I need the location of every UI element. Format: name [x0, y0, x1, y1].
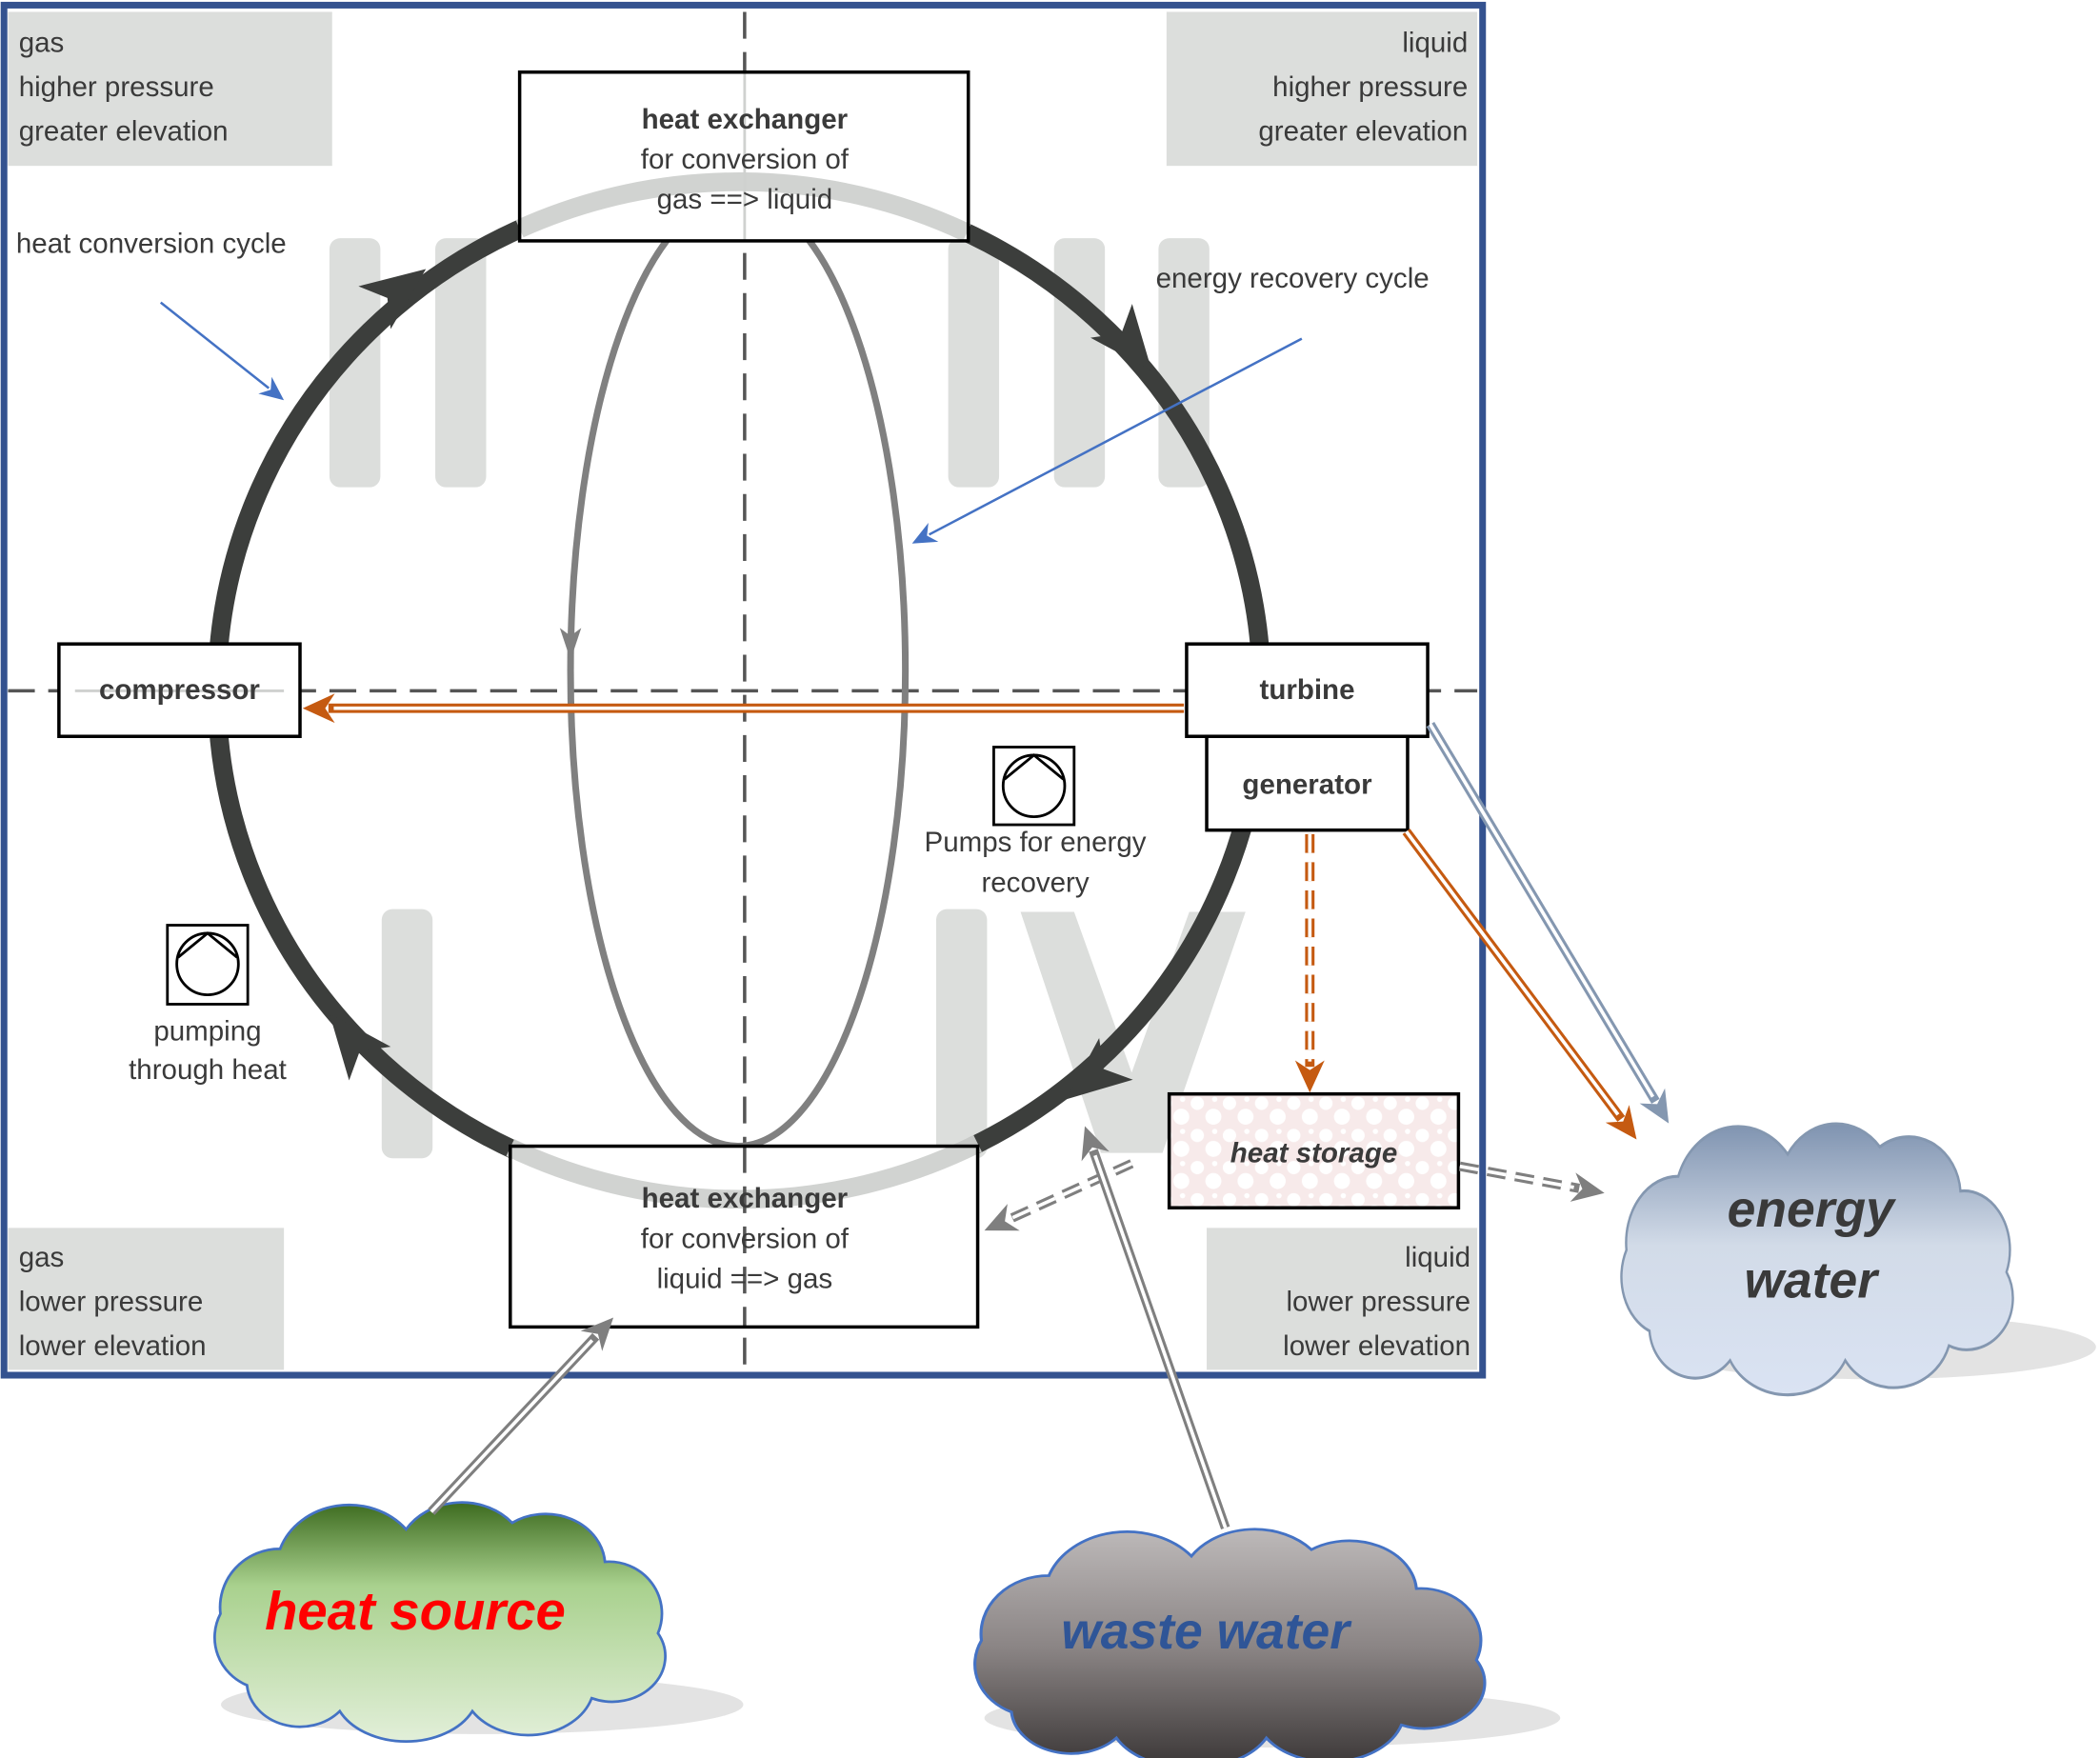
heat-conversion-cycle-pointer	[159, 301, 285, 401]
arrowhead-icon	[1639, 1088, 1670, 1124]
heat-source-cloud[interactable]: heat source	[213, 1501, 744, 1744]
zone-label: lower pressure	[19, 1287, 204, 1318]
heat-exchanger-top[interactable]: heat exchanger for conversion of gas ==>…	[515, 70, 971, 243]
turbine[interactable]: turbine	[1185, 642, 1430, 738]
generator[interactable]: generator	[1205, 734, 1410, 832]
zone-bottom-left-labels: gas lower pressure lower elevation	[19, 1242, 207, 1362]
heat-exchanger-bottom-line2: liquid ==> gas	[657, 1264, 833, 1295]
heat-conversion-cycle-label: heat conversion cycle	[16, 229, 287, 260]
arrowhead-icon	[1570, 1172, 1605, 1202]
heat-storage[interactable]: heat storage	[1167, 1091, 1461, 1209]
system-boundary-frame	[0, 1, 1487, 1379]
cycle-arrowhead	[329, 1013, 391, 1081]
energy-recovery-cycle-pointer	[911, 337, 1303, 544]
zone-bottom-right-labels: liquid lower pressure lower elevation	[1283, 1242, 1470, 1362]
energy-recovery-cycle-label: energy recovery cycle	[1156, 263, 1430, 294]
heat-source-to-heat-exchanger-arrow	[428, 1317, 614, 1515]
energy-water-cloud[interactable]: energy water	[1620, 1122, 2096, 1397]
water-label: water	[1744, 1252, 1880, 1309]
compressor[interactable]: compressor	[57, 642, 302, 738]
waste-water-label: waste water	[1061, 1604, 1352, 1660]
zone-label: lower elevation	[19, 1330, 207, 1362]
arrowhead-icon	[258, 376, 285, 401]
arrowhead-icon	[1294, 1060, 1325, 1093]
zone-bottom-left	[8, 1228, 285, 1370]
heat-exchanger-top-title: heat exchanger	[642, 104, 849, 135]
pumping-through-heat-label: through heat	[129, 1054, 287, 1086]
zone-label: lower elevation	[1283, 1330, 1470, 1362]
compressor-label: compressor	[99, 674, 260, 706]
zone-label: liquid	[1405, 1242, 1470, 1273]
zone-label: lower pressure	[1286, 1287, 1470, 1318]
to-heat-exchanger-dashed-arrow	[984, 1159, 1134, 1231]
pump-icon	[1001, 753, 1067, 819]
roman-numeral-ii	[329, 238, 487, 488]
zone-label: gas	[19, 28, 65, 59]
pump-heat[interactable]	[166, 924, 250, 1006]
energy-recovery-cycle-ring	[567, 191, 910, 1150]
heat-exchanger-bottom[interactable]: heat exchanger for conversion of liquid …	[506, 1134, 982, 1329]
heat-source-label: heat source	[265, 1581, 566, 1641]
arrowhead-icon	[911, 522, 939, 544]
arrowhead-icon	[302, 693, 335, 724]
zone-label: higher pressure	[1272, 71, 1468, 103]
recovery-cycle-arrowhead	[559, 628, 582, 661]
cycle-arrowhead	[1090, 304, 1152, 371]
turbine-label: turbine	[1259, 674, 1354, 706]
arrowhead-icon	[1081, 1126, 1110, 1162]
zone-label: greater elevation	[1258, 115, 1468, 147]
cycle-arrowhead	[1066, 1037, 1133, 1100]
zone-bottom-right	[1207, 1228, 1478, 1370]
zone-top-left-labels: gas higher pressure greater elevation	[19, 28, 229, 148]
waste-water-to-cycle-arrow	[1081, 1126, 1230, 1529]
flow-arrows	[159, 301, 1670, 1529]
zone-label: liquid	[1402, 28, 1468, 59]
generator-to-heat-storage-arrow	[1294, 833, 1325, 1093]
heat-storage-label: heat storage	[1230, 1137, 1398, 1169]
heat-exchanger-bottom-title: heat exchanger	[642, 1183, 849, 1214]
pump-energy-recovery[interactable]	[992, 746, 1076, 827]
pumping-through-heat-label: pumping	[153, 1015, 261, 1047]
zone-label: gas	[19, 1242, 65, 1273]
zone-label: greater elevation	[19, 115, 229, 147]
arrowhead-icon	[580, 1317, 614, 1351]
turbine-to-energy-water-arrow	[1426, 722, 1670, 1124]
pump-icon	[175, 931, 240, 997]
roman-numeral-iv	[935, 909, 1246, 1159]
heat-exchanger-bottom-line1: for conversion of	[641, 1223, 850, 1254]
generator-to-energy-water-arrow	[1402, 829, 1637, 1140]
energy-label: energy	[1728, 1182, 1896, 1238]
cycle-arrowhead	[358, 269, 427, 330]
generator-label: generator	[1242, 769, 1372, 801]
zone-top-right-labels: liquid higher pressure greater elevation	[1258, 28, 1468, 148]
heat-exchanger-top-line1: for conversion of	[641, 144, 850, 175]
roman-numeral-i	[381, 909, 433, 1159]
cycle-arrowheads	[329, 269, 1152, 1100]
zone-top-right	[1166, 11, 1478, 167]
arrowhead-icon	[984, 1204, 1020, 1231]
turbine-to-compressor-arrow	[302, 693, 1185, 724]
heat-storage-to-energy-water-arrow	[1458, 1161, 1605, 1202]
arrowhead-icon	[1605, 1105, 1637, 1140]
zone-label: higher pressure	[19, 71, 214, 103]
heat-exchanger-top-line2: gas ==> liquid	[657, 184, 833, 215]
pumps-energy-recovery-label: recovery	[981, 867, 1089, 898]
pumps-energy-recovery-label: Pumps for energy	[925, 827, 1147, 858]
waste-water-cloud[interactable]: waste water	[973, 1528, 1561, 1758]
zone-top-left	[8, 11, 332, 167]
